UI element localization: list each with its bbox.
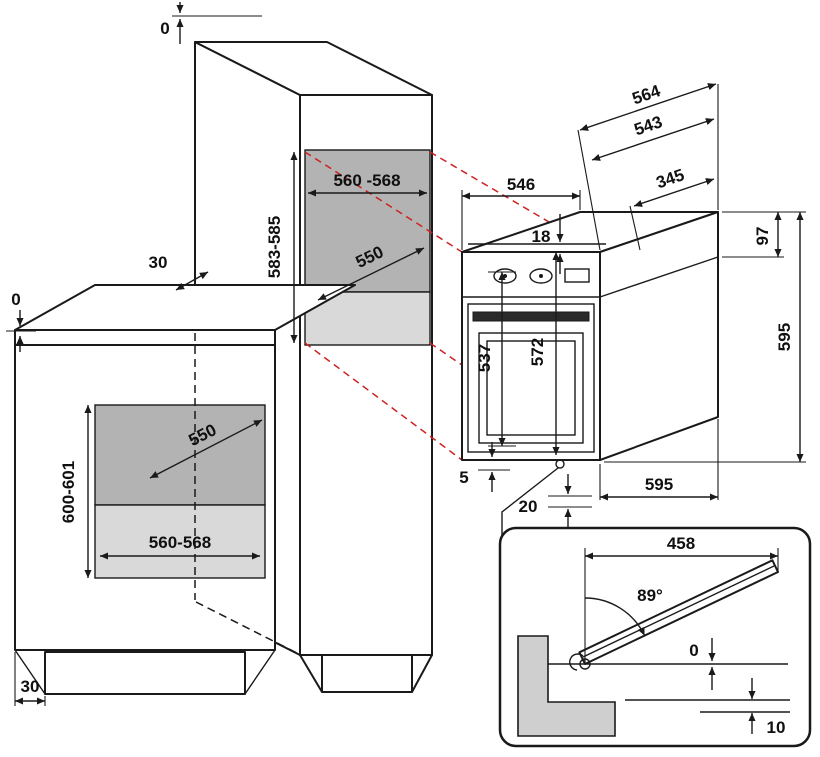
dim-label-oven-width: 595 (645, 475, 673, 494)
dim-ext-left (577, 129, 601, 251)
dim-label-detail-opening-angle: 89° (637, 586, 663, 605)
oven-knob-right-dot (539, 274, 543, 278)
dim-line (317, 247, 425, 301)
detail-hinge-hook (569, 653, 584, 671)
tall-cabinet-plinth (299, 654, 433, 693)
dim-oven-front-gap: 5 (459, 442, 510, 492)
dim-label-tall-top-clearance: 0 (160, 19, 169, 38)
oven-door-glass-inner (486, 340, 576, 436)
detail-open-door-inner-line (582, 565, 775, 658)
dim-detail-opening-angle: 89° (637, 586, 663, 605)
oven-control-strip-line (462, 256, 719, 298)
dim-line (149, 419, 263, 479)
dim-label-oven-depth-body: 543 (632, 112, 665, 139)
dim-line (633, 178, 715, 207)
dim-label-oven-depth-top: 546 (507, 175, 535, 194)
detail-cabinet-section (517, 635, 616, 737)
dim-line (175, 271, 209, 291)
dim-label-base-niche-width: 560-568 (149, 533, 211, 552)
oven-door (467, 303, 595, 453)
dim-oven-depth-top: 546 (461, 175, 581, 250)
dim-label-oven-overall-height: 595 (775, 323, 794, 351)
base-cabinet-plinth (44, 651, 246, 695)
dim-oven-bottom-clearance: 20 (519, 474, 592, 528)
dim-detail-door-width: 458 (585, 534, 779, 572)
dim-oven-overall-height: 595 (604, 212, 806, 463)
dim-base-plinth-recess: 30 (14, 652, 46, 706)
dim-tall-top-clearance: 0 (160, 2, 262, 44)
dim-oven-front-height: 572 (528, 252, 560, 455)
dim-label-detail-top-gap: 0 (689, 641, 698, 660)
oven-side-face (599, 211, 719, 461)
dim-tall-side-clearance: 30 (149, 253, 209, 291)
dim-line (591, 118, 715, 161)
dim-label-tall-side-clearance: 30 (149, 253, 168, 272)
dim-label-base-plinth-recess: 30 (21, 677, 40, 696)
dim-label-detail-door-width: 458 (667, 534, 695, 553)
base-cabinet-plinth-slants (14, 649, 276, 695)
base-niche-back-wall (94, 404, 266, 506)
door-detail-view (498, 526, 812, 748)
dim-label-tall-niche-height: 583-585 (265, 216, 284, 278)
oven-door-glass (478, 332, 584, 444)
dim-label-oven-depth-partial: 345 (654, 165, 687, 192)
dim-detail-bottom-gap: 10 (748, 678, 786, 737)
dim-ext-left (629, 205, 641, 251)
dim-label-oven-depth-total: 564 (630, 81, 664, 108)
dim-oven-width: 595 (599, 419, 719, 501)
dim-base-top-clearance: 0 (6, 290, 36, 352)
dim-label-oven-bottom-clearance: 20 (519, 497, 538, 516)
dim-label-oven-front-height: 572 (528, 338, 547, 366)
projection-line-top-right (429, 151, 601, 253)
oven-knob-left-dot (503, 274, 507, 278)
dim-oven-control-panel-height: 18 (532, 214, 564, 274)
dim-label-base-niche-height: 600-601 (59, 461, 78, 523)
detail-leader-marker (555, 459, 565, 469)
dim-label-oven-rear-height: 97 (753, 227, 772, 246)
dim-detail-top-gap: 0 (689, 638, 716, 690)
base-niche-floor (94, 504, 266, 579)
oven-display (564, 268, 590, 283)
dim-label-oven-front-gap: 5 (459, 468, 468, 487)
dim-label-tall-niche-width: 560 -568 (333, 171, 400, 190)
dim-label-oven-control-panel-height: 18 (532, 227, 551, 246)
base-cabinet-worktop-front (14, 329, 276, 346)
oven (461, 211, 719, 461)
detail-angle-arc (584, 597, 646, 636)
dim-base-niche-width: 560-568 (100, 533, 260, 560)
dim-tall-niche-height: 583-585 (265, 152, 298, 343)
dim-label-base-top-clearance: 0 (11, 290, 20, 309)
oven-knob-right (529, 268, 553, 284)
dim-label-oven-body-height: 537 (475, 344, 494, 372)
dim-oven-rear-height: 97 (722, 211, 806, 258)
oven-door-handle (472, 311, 590, 322)
dim-label-detail-bottom-gap: 10 (767, 718, 786, 737)
projection-line-bottom-left (304, 342, 463, 461)
dim-base-niche-height: 600-601 (59, 405, 92, 578)
dim-tall-niche-width: 560 -568 (308, 171, 427, 197)
